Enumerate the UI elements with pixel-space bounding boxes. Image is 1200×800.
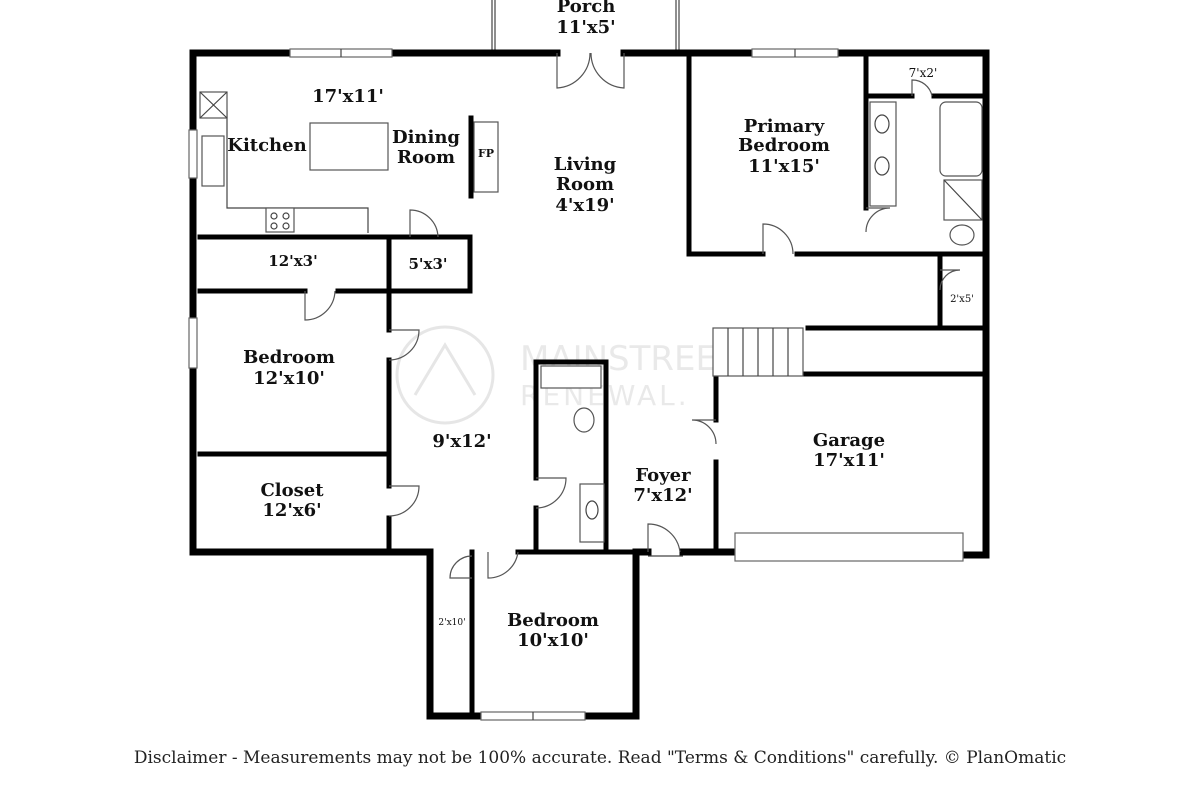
- fixtures: [199, 91, 983, 543]
- storage2-size: 5'x3': [408, 255, 447, 273]
- kitchen-island: [309, 122, 389, 171]
- garage-name: Garage: [813, 430, 885, 451]
- dining-line2: Room: [397, 147, 455, 168]
- vanity: [869, 101, 897, 207]
- doors: [304, 52, 961, 579]
- living-line2: Room: [556, 174, 614, 195]
- storage1-size: 12'x3': [268, 252, 317, 270]
- hall-size: 9'x12': [432, 431, 491, 452]
- primary-line2: Bedroom: [738, 135, 830, 156]
- watermark: MAINSTREET RENEWAL.: [395, 325, 738, 425]
- kitchen-sink: [201, 135, 225, 187]
- bedroom1-size: 12'x10': [253, 368, 325, 389]
- closet-name: Closet: [260, 480, 324, 501]
- room-labels: Porch 11'x5' 17'x11' Kitchen Dining Room…: [227, 0, 974, 651]
- living-size: 4'x19': [555, 195, 614, 216]
- disclaimer: Disclaimer - Measurements may not be 100…: [133, 748, 1067, 768]
- shower2: [540, 365, 602, 389]
- primary-line1: Primary: [744, 116, 825, 137]
- small-closet-size: 2'x10': [438, 618, 465, 628]
- foyer-name: Foyer: [635, 465, 691, 486]
- bathtub: [939, 101, 983, 177]
- hall-closet-size: 2'x5': [950, 294, 974, 305]
- primary-closet-size: 7'x2': [909, 66, 938, 80]
- garage-size: 17'x11': [813, 450, 885, 471]
- porch: [491, 0, 680, 50]
- toilet: [949, 224, 975, 246]
- kitchen-size: 17'x11': [312, 86, 384, 107]
- living-line1: Living: [554, 154, 617, 175]
- fireplace: [473, 121, 499, 193]
- fireplace-label: FP: [478, 147, 494, 160]
- porch-size: 11'x5': [556, 17, 615, 38]
- bedroom2-size: 10'x10': [517, 630, 589, 651]
- interior-walls: [197, 50, 989, 719]
- dining-line1: Dining: [392, 127, 460, 148]
- bath-sink: [579, 483, 605, 543]
- kitchen-name: Kitchen: [227, 135, 306, 156]
- stove: [265, 207, 295, 233]
- foyer-size: 7'x12': [633, 485, 692, 506]
- windows: [188, 48, 964, 721]
- porch-name: Porch: [557, 0, 616, 17]
- bedroom2-name: Bedroom: [507, 610, 599, 631]
- closet-size: 12'x6': [262, 500, 321, 521]
- bedroom1-name: Bedroom: [243, 347, 335, 368]
- primary-size: 11'x15': [748, 156, 820, 177]
- toilet2: [573, 407, 595, 433]
